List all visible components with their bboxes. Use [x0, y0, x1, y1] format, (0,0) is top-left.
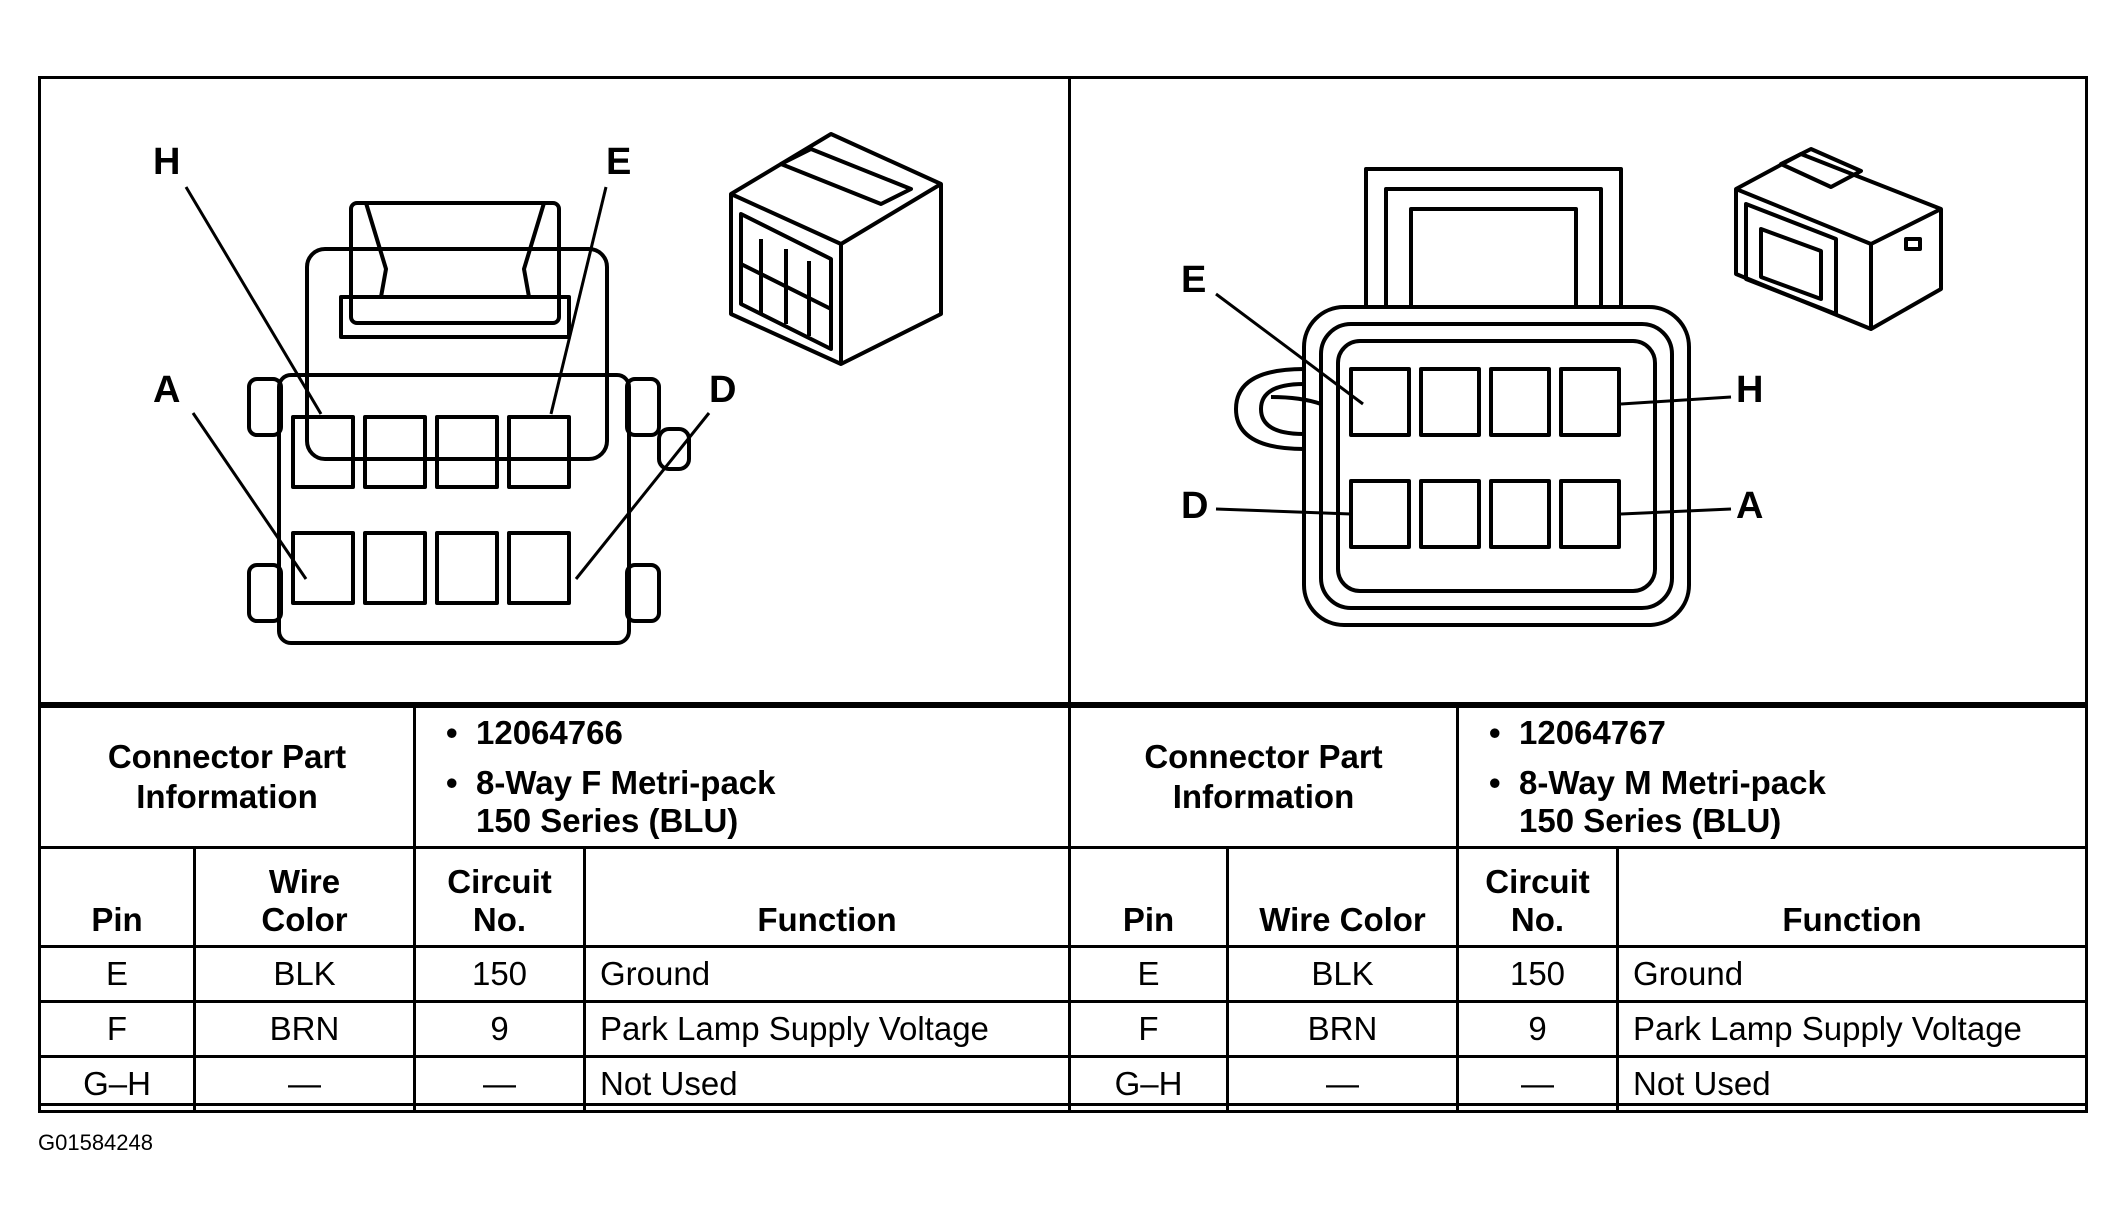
right-isometric-view	[1734, 147, 1943, 331]
left-table: Connector Part Information •12064766 •8-…	[38, 705, 1071, 1113]
left-pin-label-d: D	[709, 369, 737, 411]
right-pin-label-h: H	[1736, 369, 1764, 411]
left-info-label: Connector Part Information	[38, 705, 416, 849]
right-header-wire-color: Wire Color	[1226, 846, 1459, 948]
left-pin-label-h: H	[153, 141, 181, 183]
right-description-line2: 150 Series (BLU)	[1519, 802, 1782, 839]
left-part-number: 12064766	[476, 714, 623, 751]
table-row: G–H — — Not Used	[38, 1055, 1071, 1113]
right-pin-label-d: D	[1181, 485, 1209, 527]
connector-drawings: H E A D E H D A	[41, 79, 2085, 702]
table-row: G–H — — Not Used	[1068, 1055, 2088, 1113]
right-info-row: Connector Part Information •12064767 •8-…	[1068, 705, 2088, 849]
right-connector-table: Connector Part Information •12064767 •8-…	[1068, 705, 2088, 1113]
left-pin-label-a: A	[153, 369, 181, 411]
left-leader-lines	[184, 186, 711, 580]
table-row: F BRN 9 Park Lamp Supply Voltage	[1068, 1000, 2088, 1058]
right-description-line1: 8-Way M Metri-pack	[1519, 764, 1826, 801]
table-row: F BRN 9 Park Lamp Supply Voltage	[38, 1000, 1071, 1058]
left-isometric-view	[729, 132, 943, 366]
connector-drawings-svg	[184, 132, 1943, 645]
right-pin-label-e: E	[1181, 259, 1207, 301]
left-info-row: Connector Part Information •12064766 •8-…	[38, 705, 1071, 849]
table-row: E BLK 150 Ground	[38, 945, 1071, 1003]
left-header-pin: Pin	[38, 846, 196, 948]
right-connector-face	[1234, 167, 1691, 627]
vertical-divider	[1068, 79, 1071, 1103]
figure-id: G01584248	[38, 1130, 153, 1155]
left-description-line2: 150 Series (BLU)	[476, 802, 739, 839]
left-header-function: Function	[583, 846, 1071, 948]
right-header-pin: Pin	[1068, 846, 1229, 948]
right-header-function: Function	[1616, 846, 2088, 948]
right-part-number: 12064767	[1519, 714, 1666, 751]
diagram-frame: H E A D E H D A Connector Part Informati…	[38, 76, 2088, 1113]
right-info-values: •12064767 •8-Way M Metri-pack 150 Series…	[1456, 705, 2088, 849]
left-info-values: •12064766 •8-Way F Metri-pack 150 Series…	[413, 705, 1071, 849]
table-row: E BLK 150 Ground	[1068, 945, 2088, 1003]
left-description-line1: 8-Way F Metri-pack	[476, 764, 776, 801]
right-info-label: Connector Part Information	[1068, 705, 1459, 849]
right-pin-label-a: A	[1736, 485, 1764, 527]
right-leader-lines	[1215, 292, 1732, 516]
left-pin-label-e: E	[606, 141, 632, 183]
right-table: Connector Part Information •12064767 •8-…	[1068, 705, 2088, 1113]
left-connector-face	[247, 201, 691, 645]
left-connector-table: Connector Part Information •12064766 •8-…	[38, 705, 1071, 1113]
horizontal-divider	[41, 702, 2085, 705]
